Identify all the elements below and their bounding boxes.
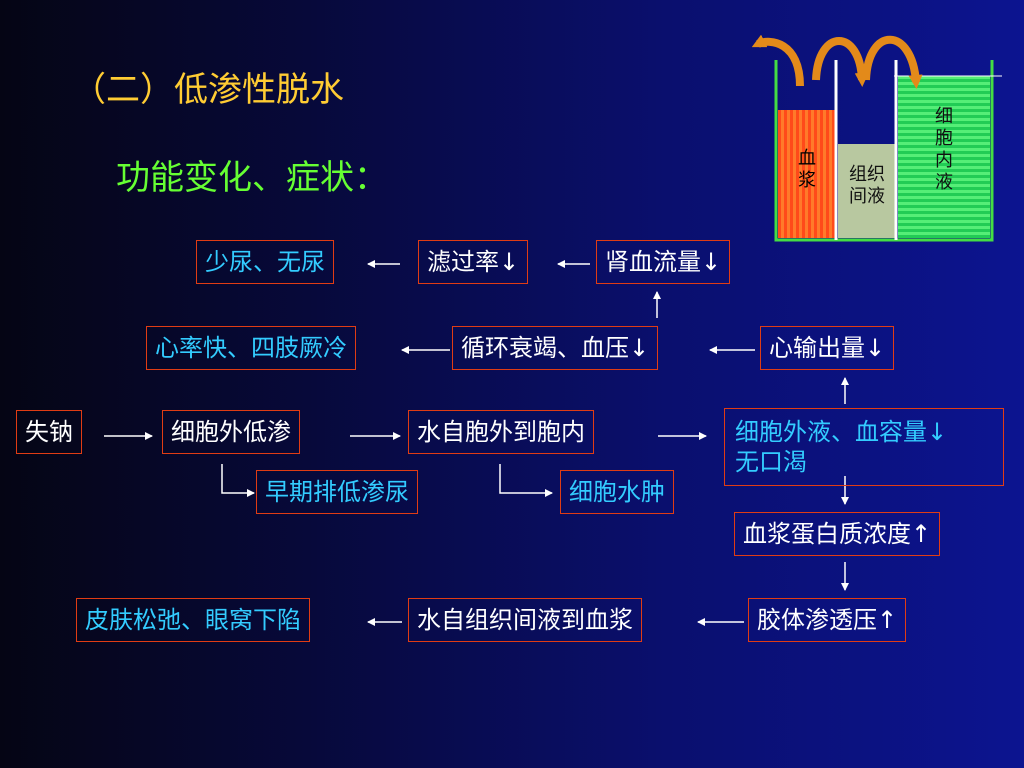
- ecf-line-2: 无口渴: [735, 448, 807, 476]
- beaker-outline: [751, 34, 1002, 242]
- box-hypotonic-extracellular: 细胞外低渗: [162, 410, 300, 454]
- box-cardiac-output: 心输出量↓: [760, 326, 895, 370]
- box-oliguria: 少尿、无尿: [196, 240, 334, 284]
- box-cell-edema: 细胞水肿: [560, 470, 674, 514]
- box-circulatory-failure: 循环衰竭、血压↓: [452, 326, 659, 370]
- box-water-to-plasma: 水自组织间液到血浆: [408, 598, 642, 642]
- section-subtitle: 功能变化、症状：: [116, 158, 388, 198]
- box-plasma-protein: 血浆蛋白质浓度↑: [734, 512, 941, 556]
- interstitial-compartment: 组织间液: [838, 144, 896, 238]
- fluid-compartment-diagram: 血浆 组织间液 细胞内液: [740, 20, 1010, 250]
- ecf-line-1: 细胞外液、血容量↓: [735, 418, 948, 446]
- box-renal-flow: 肾血流量↓: [596, 240, 731, 284]
- flow-arrow-middle-icon: [812, 37, 869, 87]
- flow-arrow-left-icon: [751, 34, 804, 87]
- arrow-hypo-to-urine: [221, 464, 255, 497]
- flow-arrow-right-icon: [862, 35, 923, 89]
- intracellular-label: 细胞内液: [935, 106, 953, 193]
- page-title: （二）低渗性脱水: [72, 70, 344, 110]
- box-skin-laxity: 皮肤松弛、眼窝下陷: [76, 598, 310, 642]
- box-sodium-loss: 失钠: [16, 410, 82, 454]
- box-gfr: 滤过率↓: [418, 240, 529, 284]
- plasma-label: 血浆: [798, 148, 816, 191]
- box-oncotic-pressure: 胶体渗透压↑: [748, 598, 907, 642]
- intracellular-compartment: 细胞内液: [898, 76, 990, 238]
- box-tachycardia: 心率快、四肢厥冷: [146, 326, 356, 370]
- arrow-water-to-edema: [499, 464, 553, 497]
- interstitial-label: 组织间液: [849, 164, 885, 207]
- box-early-hypotonic-urine: 早期排低渗尿: [256, 470, 418, 514]
- plasma-compartment: 血浆: [778, 110, 836, 238]
- box-water-into-cells: 水自胞外到胞内: [408, 410, 594, 454]
- box-ecf-volume: 细胞外液、血容量↓ 无口渴: [724, 408, 1004, 486]
